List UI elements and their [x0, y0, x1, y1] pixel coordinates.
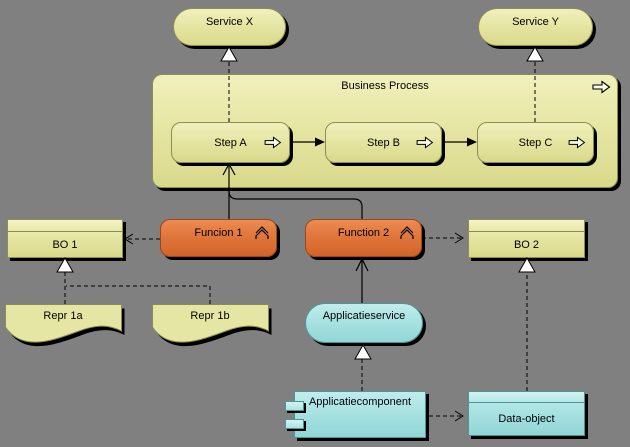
node-label: BO 1 [52, 238, 78, 251]
node-label: Step B [366, 136, 401, 149]
process-arrow-icon [416, 135, 434, 149]
realization-data-object-to-bo-2[interactable] [518, 256, 536, 391]
node-label: Applicatieservice [322, 310, 406, 322]
function-chevron-icon [399, 225, 415, 241]
node-step-b[interactable]: Step B [325, 122, 442, 163]
node-applicatiecomponent[interactable]: Applicatiecomponent [285, 391, 426, 438]
node-service-y[interactable]: Service Y [478, 8, 593, 46]
node-label: BO 2 [513, 238, 540, 251]
node-function-2[interactable]: Function 2 [305, 219, 422, 257]
node-bo-1[interactable]: BO 1 [7, 219, 123, 258]
node-label: Repr 1b [190, 310, 229, 322]
node-step-c[interactable]: Step C [477, 122, 594, 163]
node-repr-1a[interactable]: Repr 1a [5, 304, 129, 352]
node-repr-1b[interactable]: Repr 1b [152, 304, 276, 352]
node-step-a[interactable]: Step A [171, 122, 290, 163]
node-label: Step C [518, 136, 553, 149]
component-tab-icon [285, 419, 304, 429]
realization-repr-1b-to-bo-1[interactable] [66, 285, 211, 304]
open-arrowhead [124, 233, 134, 245]
node-bo-2[interactable]: BO 2 [468, 219, 585, 258]
component-tab-icon [285, 401, 304, 411]
node-label: Repr 1a [43, 310, 83, 322]
access-applicatiecomponent-to-data-object[interactable] [429, 410, 464, 422]
node-label: Funcion 1 [194, 227, 243, 239]
realization-triangle [354, 343, 372, 360]
open-arrowhead [454, 410, 464, 422]
node-service-x[interactable]: Service X [173, 8, 286, 46]
business-object-header [469, 220, 584, 232]
node-label: Function 2 [337, 227, 390, 239]
data-object-header [469, 392, 584, 403]
node-label: Data-object [498, 413, 555, 425]
open-arrowhead [355, 257, 369, 272]
process-arrow-icon [568, 135, 586, 149]
node-label: Applicatiecomponent [308, 396, 412, 408]
node-label: Service Y [512, 16, 559, 28]
access-funcion-1-to-bo-1[interactable] [124, 233, 160, 245]
realization-repr-1a-to-bo-1[interactable] [56, 256, 74, 304]
realization-triangle [518, 256, 536, 273]
node-funcion-1[interactable]: Funcion 1 [160, 219, 277, 257]
realization-triangle [526, 45, 544, 62]
realization-triangle [56, 256, 74, 273]
node-label: Service X [205, 16, 254, 28]
function-chevron-icon [254, 225, 270, 241]
node-label: Business Process [341, 80, 429, 92]
process-arrow-icon [592, 80, 611, 94]
business-object-header [8, 220, 122, 232]
access-function-2-to-bo-2[interactable] [422, 232, 464, 244]
serving-function-2-to-step-a[interactable] [228, 187, 363, 219]
open-arrowhead [454, 232, 464, 244]
node-data-object[interactable]: Data-object [468, 391, 585, 436]
node-label: Step A [214, 136, 247, 149]
realization-triangle [220, 45, 238, 62]
node-applicatieservice[interactable]: Applicatieservice [305, 303, 423, 343]
serving-applicatieservice-to-function-2[interactable] [355, 257, 369, 303]
process-arrow-icon [264, 135, 282, 149]
realization-applicatiecomponent-to-applicatieservice[interactable] [354, 343, 372, 391]
